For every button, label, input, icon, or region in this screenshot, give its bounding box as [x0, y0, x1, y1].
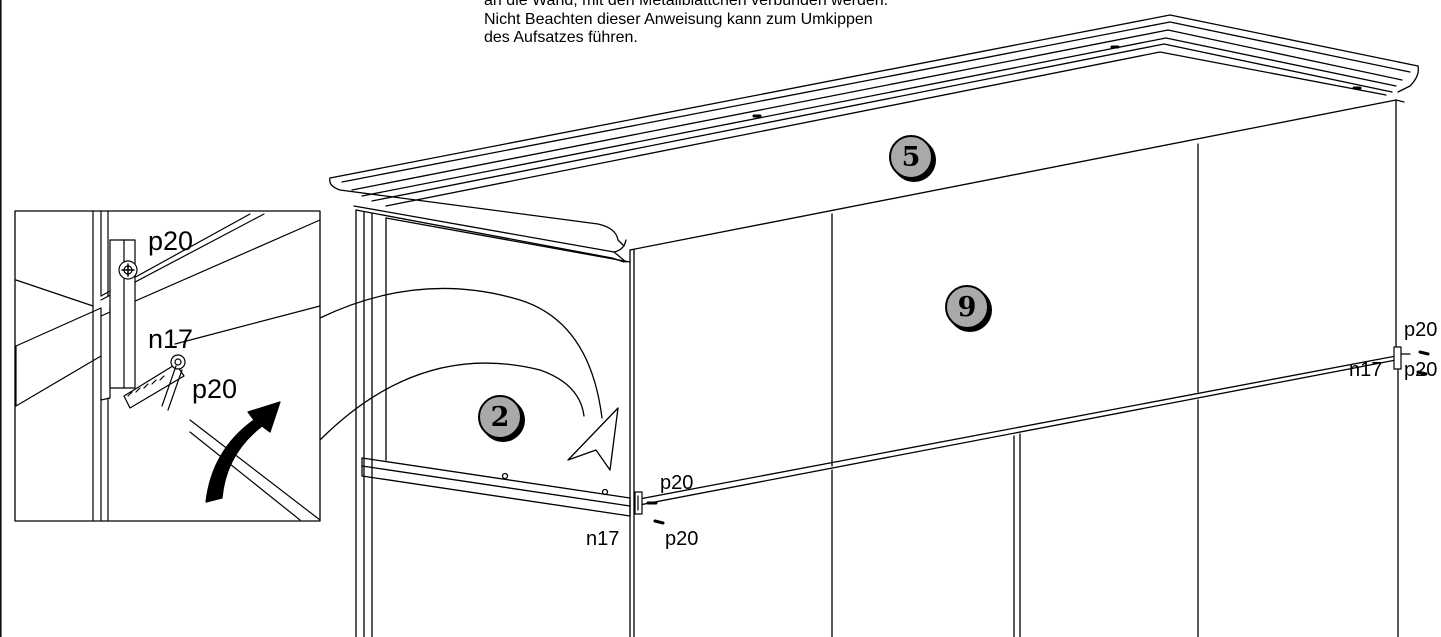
detail-screw-wall-label: p20 [192, 374, 238, 404]
left-bracket [634, 491, 665, 525]
part-badge-top-panel: 5 [889, 135, 933, 179]
left-screw-bottom-label: p20 [665, 528, 699, 550]
right-bracket [1393, 346, 1430, 376]
back-panel [629, 99, 1397, 507]
instruction-text: an die Wand, mit den Metallblättchen ver… [484, 0, 1084, 48]
left-bracket-label: n17 [586, 528, 620, 550]
lower-cabinet [629, 363, 1399, 637]
detail-bracket-label: n17 [148, 324, 194, 354]
left-screw-top-label: p20 [660, 472, 694, 494]
right-bracket-label: n17 [1349, 359, 1383, 381]
right-screw-top-label: p20 [1404, 319, 1438, 341]
direction-arrow [319, 287, 619, 471]
part-badge-back-panel: 9 [945, 285, 989, 329]
right-screw-bottom-label: p20 [1404, 359, 1438, 381]
instruction-line: des Aufsatzes führen. [484, 29, 638, 46]
crown-molding [329, 14, 1419, 263]
detail-screw-top-label: p20 [148, 226, 194, 256]
instruction-line: an die Wand, mit den Metallblättchen ver… [484, 0, 889, 9]
instruction-line: Nicht Beachten dieser Anweisung kann zum… [484, 10, 873, 28]
detail-inset [14, 210, 321, 522]
part-badge-side-panel: 2 [478, 395, 522, 439]
side-panel [355, 209, 631, 637]
right-label-clip: p20 p20 [1400, 318, 1441, 388]
